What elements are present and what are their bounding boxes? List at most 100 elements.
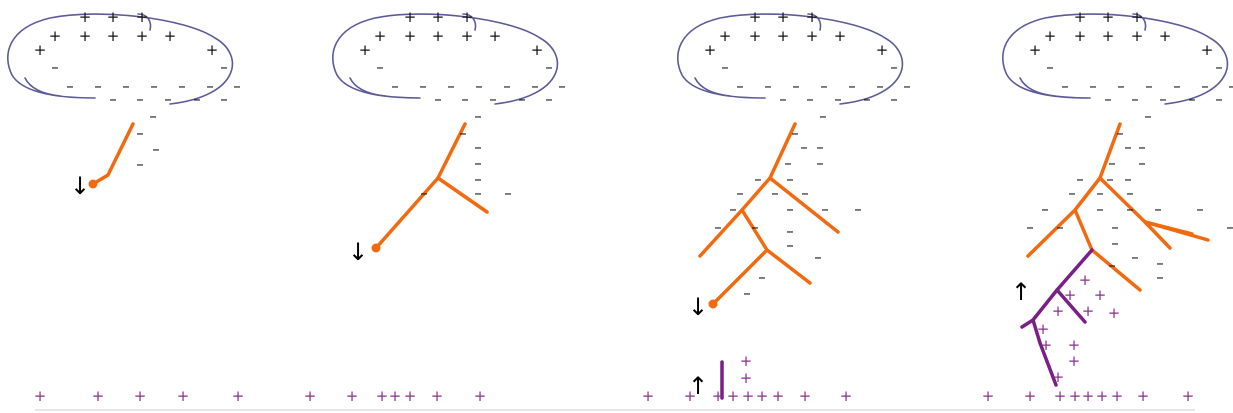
negative-charge: – [474,184,482,202]
negative-charge: – [819,107,827,125]
negative-charge: – [1215,90,1223,108]
negative-charge: – [1126,184,1134,202]
positive-charge: + [34,41,47,59]
negative-charge: – [164,90,172,108]
negative-charge: – [863,90,871,108]
positive-charge: + [79,27,92,45]
negative-charge: – [1068,184,1076,202]
ground-positive-charge: + [34,387,47,405]
streamer-branch [1020,318,1035,329]
ground-positive-charge: + [1064,286,1077,304]
positive-charge: + [719,27,732,45]
leader-branch [768,176,840,234]
negative-charge: – [1201,77,1209,95]
negative-charge: – [784,154,792,172]
positive-charge: + [1102,8,1115,26]
positive-charge: + [1159,27,1172,45]
positive-charge: + [49,27,62,45]
negative-charge: – [786,222,794,240]
negative-charge: – [814,248,822,266]
ground-positive-charge: + [1108,304,1121,322]
leader-branching [371,122,489,253]
ground-positive-charge: + [1054,387,1067,405]
positive-charge: + [834,27,847,45]
leader-channel [91,122,135,186]
negative-charge: – [854,200,862,218]
negative-charge: – [152,140,160,158]
leader-tip [371,243,381,253]
leader-channel [1026,122,1122,258]
positive-charge: + [749,27,762,45]
negative-charge: – [1156,268,1164,286]
leader-meets-streamer [1026,122,1210,292]
ground-positive-charge: + [799,387,812,405]
leader-branch [1143,220,1210,242]
negative-charge: – [558,77,566,95]
cloud-curl [807,13,822,31]
ground-positive-charge: + [740,352,753,370]
negative-charge: – [94,77,102,95]
leader-channel [698,122,797,258]
negative-charge: – [816,154,824,172]
negative-charge: – [903,77,911,95]
ground-positive-charge: + [232,387,245,405]
stage-2: ++++++++++––––––––––––––––––––––↓+++++++ [304,8,566,405]
positive-charge: + [806,8,819,26]
positive-charge: + [806,27,819,45]
negative-charge: – [420,184,428,202]
positive-charge: + [1102,27,1115,45]
negative-charge: – [1124,138,1132,156]
ground-positive-charge: + [712,387,725,405]
negative-charge: – [1056,218,1064,236]
ground-positive-charge: + [1037,320,1050,338]
negative-charge: – [1226,218,1233,236]
positive-charge: + [164,27,177,45]
positive-charge: + [461,8,474,26]
negative-charge: – [136,90,144,108]
ground-positive-charge: + [840,387,853,405]
negative-charge: – [786,200,794,218]
negative-charge: – [1215,58,1223,76]
cloud-outline [7,13,234,105]
negative-charge: – [890,58,898,76]
ground-positive-charge: + [404,387,417,405]
leader-near-ground [698,122,840,309]
positive-charge: + [107,27,120,45]
negative-charge: – [459,124,467,142]
negative-charge: – [474,138,482,156]
negative-charge: – [1188,90,1196,108]
negative-charge: – [419,77,427,95]
negative-charge: – [1126,200,1134,218]
negative-charge: – [122,77,130,95]
ground-positive-charge: + [1068,336,1081,354]
negative-charge: – [751,218,759,236]
negative-charge: – [503,77,511,95]
cloud-curl [1132,13,1147,31]
negative-charge: – [876,77,884,95]
negative-charge: – [890,90,898,108]
positive-charge: + [777,8,790,26]
negative-charge: – [721,58,729,76]
negative-charge: – [220,90,228,108]
negative-charge: – [816,138,824,156]
negative-charge: – [1104,90,1112,108]
stage-4: ++++++++++––––––––––––––––––––––––––––––… [982,8,1233,405]
positive-charge: + [79,8,92,26]
positive-charge: + [531,41,544,59]
ground-positive-charge: + [474,387,487,405]
negative-charge: – [801,184,809,202]
negative-charge: – [821,200,829,218]
negative-charge: – [51,58,59,76]
up-arrow-icon: ↑ [1011,278,1031,306]
negative-charge: – [1228,77,1233,95]
cloud-curl [137,13,152,31]
ground-positive-charge: + [431,387,444,405]
negative-charge: – [729,200,737,218]
ground-charges: +++++++ [304,387,487,405]
cloud-underline [1019,77,1056,97]
negative-charge: – [474,170,482,188]
negative-charge: – [206,77,214,95]
ground-charges: +++++++++ [982,387,1195,405]
cloud-underline [349,77,386,97]
negative-charge: – [764,77,772,95]
